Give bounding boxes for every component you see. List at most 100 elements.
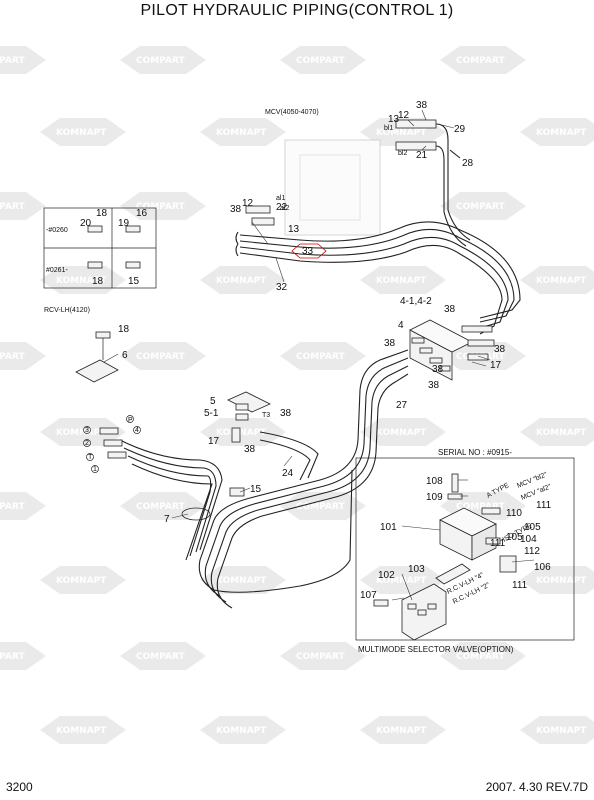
watermark-plate (0, 642, 46, 670)
callout-106: 106 (534, 562, 551, 573)
callout-7: 7 (164, 514, 170, 525)
callout-13: 13 (288, 224, 300, 235)
callout-19: 19 (118, 218, 130, 229)
watermark-plate (200, 266, 286, 294)
port-t3-label: T3 (262, 412, 270, 419)
watermark-plate (120, 642, 206, 670)
watermark-text: COMPART (456, 652, 505, 662)
callout-110: 110 (506, 508, 522, 519)
callout-109: 109 (426, 492, 443, 503)
watermark-text: COMPART (136, 652, 185, 662)
port-al2-label: al2 (280, 205, 289, 212)
watermark-plate (520, 566, 594, 594)
callout-111: 111 (536, 500, 552, 511)
watermark-text: KOMNAPT (376, 276, 427, 286)
lower-hose-bundle (119, 349, 409, 609)
callout-5-1: 5-1 (204, 408, 219, 419)
callout-33: 33 (302, 246, 314, 257)
watermark-plate (360, 418, 446, 446)
watermark-text: COMPART (0, 56, 25, 66)
watermark-plate (360, 566, 446, 594)
watermark-plate (200, 716, 286, 744)
serial-no-label: SERIAL NO : #0915- (438, 448, 512, 457)
watermark-text: COMPART (0, 202, 25, 212)
watermark-plate (0, 46, 46, 74)
callout-38: 38 (444, 304, 456, 315)
watermark-text: KOMNAPT (536, 726, 587, 736)
watermark-plate (280, 642, 366, 670)
callout-102: 102 (378, 570, 395, 581)
watermark-text: KOMNAPT (216, 726, 267, 736)
callout-18: 18 (96, 208, 108, 219)
watermark-text: KOMNAPT (536, 576, 587, 586)
watermark-plate (0, 342, 46, 370)
callout-32: 32 (276, 282, 288, 293)
watermark-text: COMPART (456, 56, 505, 66)
rcv-lh-bracket: RCV-LH(4120) (44, 307, 119, 383)
watermark-plate (280, 46, 366, 74)
watermark-plate (40, 418, 126, 446)
callout-5: 5 (210, 396, 216, 407)
watermark-text: COMPART (136, 502, 185, 512)
callout-13: 13 (388, 114, 400, 125)
rcv-lh-label: RCV-LH(4120) (44, 307, 90, 314)
watermark-text: KOMNAPT (536, 428, 587, 438)
callout-2: 2 (85, 440, 89, 447)
callout-24: 24 (282, 468, 294, 479)
callout-17: 17 (208, 436, 220, 447)
page-number: 3200 (6, 780, 33, 794)
callout-6: 6 (122, 350, 128, 361)
watermark-plate (200, 418, 286, 446)
watermark-plate (40, 716, 126, 744)
watermark-text: COMPART (136, 352, 185, 362)
port-p-label: P (128, 417, 133, 424)
watermark-plate (120, 46, 206, 74)
page-title: PILOT HYDRAULIC PIPING(CONTROL 1) (140, 2, 454, 19)
watermark-plate (120, 342, 206, 370)
callout-20: 20 (80, 218, 92, 229)
watermark-text: KOMNAPT (56, 576, 107, 586)
bolt-15 (229, 487, 245, 497)
mcv-label: MCV(4050-4070) (265, 109, 319, 116)
watermark-text: KOMNAPT (56, 428, 107, 438)
part-33-hex (291, 243, 327, 259)
callout-12: 12 (398, 110, 410, 121)
serial-inset-table: -#0260 #0261- (43, 207, 157, 289)
watermark-plate (520, 118, 594, 146)
callout-4: 4 (135, 427, 139, 434)
serial-a-label: -#0260 (46, 227, 68, 234)
callout-38: 38 (384, 338, 396, 349)
mcv-left-fittings: al1 al2 (245, 195, 289, 226)
revision-date: 2007. 4.30 REV.7D (485, 780, 588, 794)
watermark-plate (200, 118, 286, 146)
watermark-text: KOMNAPT (216, 128, 267, 138)
callout-38: 38 (230, 204, 242, 215)
watermark-plate (520, 418, 594, 446)
watermark-text: KOMNAPT (536, 276, 587, 286)
watermark-text: COMPART (296, 352, 345, 362)
callout-38: 38 (432, 364, 444, 375)
callout-1: 1 (93, 466, 97, 473)
watermark-plate (200, 566, 286, 594)
watermark-plate (440, 46, 526, 74)
watermark-plate (360, 266, 446, 294)
multimode-caption: MULTIMODE SELECTOR VALVE(OPTION) (358, 645, 514, 654)
callout-numbers: 12 13 38 29 21 28 12 38 22 13 33 32 20 1… (80, 100, 552, 601)
callout-103: 103 (408, 564, 425, 575)
main-hose-bundle (235, 209, 521, 335)
watermark-plate (360, 716, 446, 744)
watermark-plate (40, 266, 126, 294)
rcv-port-fittings: P T (83, 415, 141, 473)
callout-104: 104 (520, 534, 537, 545)
multimode-option-box: SERIAL NO : #0915- MULTIMODE SELECTOR VA… (355, 448, 575, 654)
watermark-plate (520, 716, 594, 744)
watermark-plate (0, 192, 46, 220)
watermark-plate (40, 566, 126, 594)
callout-107: 107 (360, 590, 377, 601)
watermark-text: KOMNAPT (376, 428, 427, 438)
callout-38: 38 (244, 444, 256, 455)
callout-105: 105 (506, 532, 523, 543)
port-t-label: T (88, 454, 93, 461)
callout-38: 38 (280, 408, 292, 419)
